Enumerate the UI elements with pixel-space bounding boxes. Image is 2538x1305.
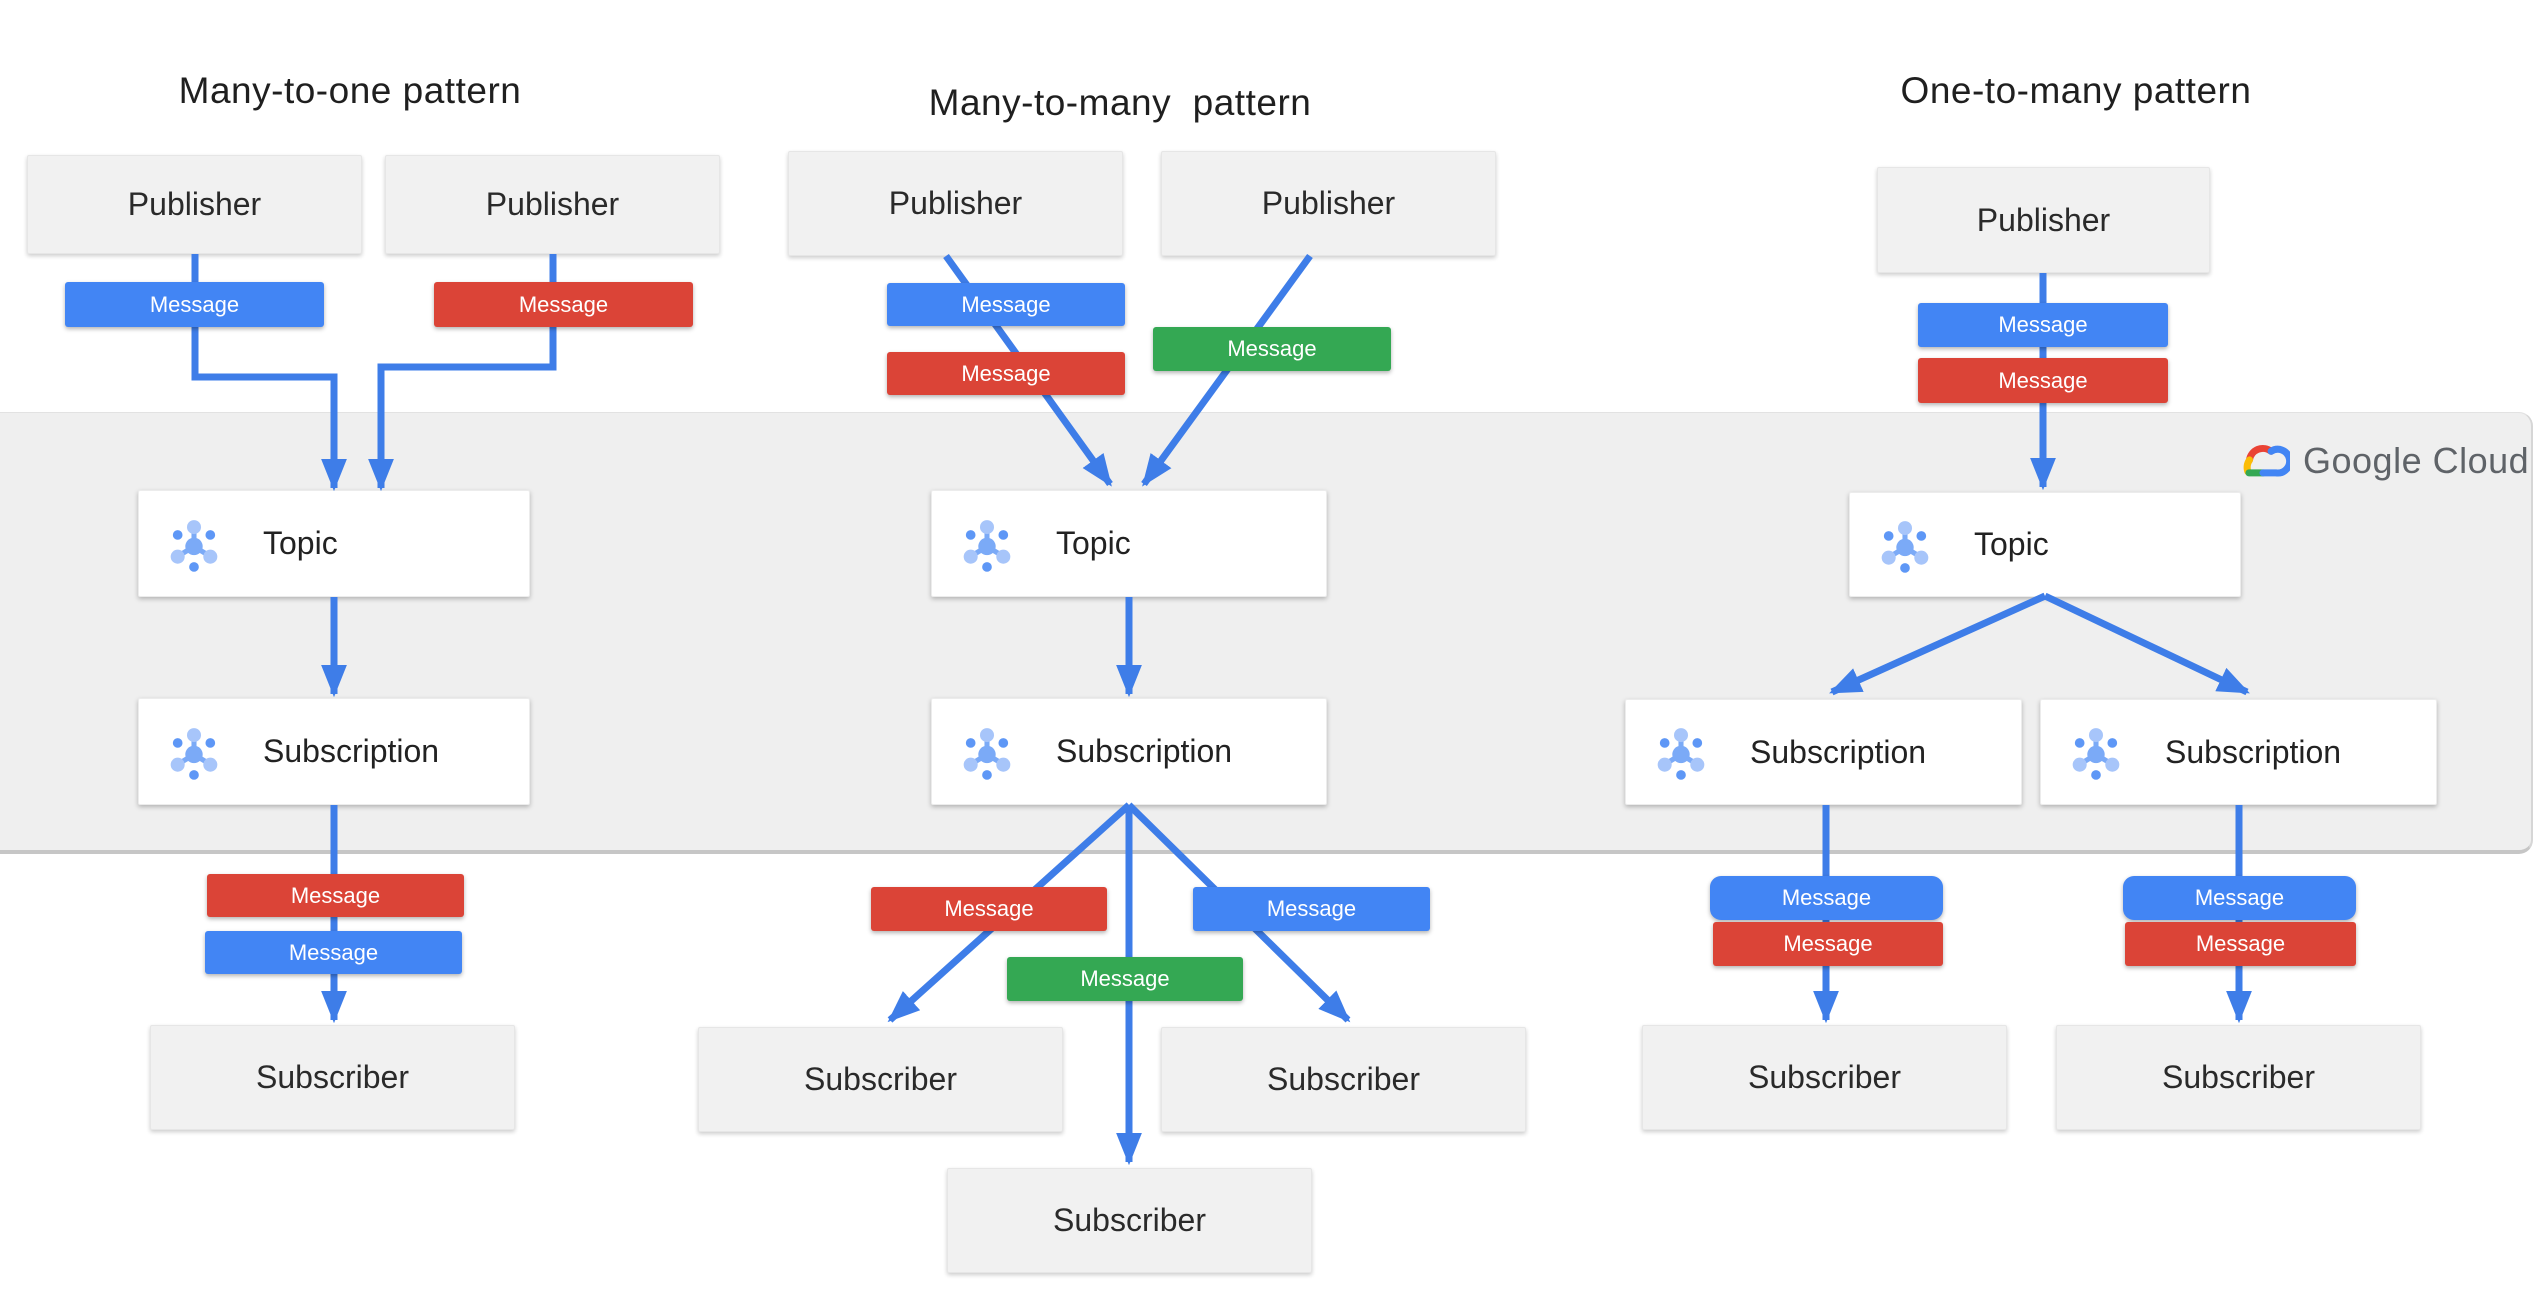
subscriber-label: Subscriber: [1267, 1061, 1420, 1097]
message-label: Message: [1998, 312, 2088, 337]
pubsub-topic-icon: [1881, 520, 1929, 573]
pubsub-subscription-icon: [170, 727, 218, 780]
pubsub-topic-icon: [170, 519, 218, 572]
message-label: Message: [1781, 885, 1872, 910]
topic-node: Topic: [931, 490, 1327, 597]
message-label: Message: [518, 291, 609, 317]
message-badge-red: Message: [434, 282, 693, 327]
message-badge-red: Message: [871, 887, 1107, 931]
pattern-title-many-to-many: Many-to-many pattern: [928, 82, 1312, 123]
publisher-label: Publisher: [1976, 201, 2111, 238]
message-label: Message: [944, 896, 1034, 921]
pubsub-topic-icon: [963, 519, 1011, 572]
topic-node: Topic: [1849, 492, 2241, 597]
message-badge-blue: Message: [65, 282, 324, 327]
publisher-label: Publisher: [127, 186, 262, 222]
publisher-node: Publisher: [1877, 167, 2210, 273]
subscriber-label: Subscriber: [1053, 1202, 1206, 1238]
message-label: Message: [1227, 336, 1317, 361]
message-label: Message: [290, 882, 381, 908]
google-cloud-logo-text: Google Cloud: [2303, 440, 2530, 481]
publisher-node: Publisher: [1161, 151, 1496, 256]
publisher-node: Publisher: [788, 151, 1123, 256]
message-badge-blue: Message: [1710, 876, 1943, 920]
subscriber-node: Subscriber: [1161, 1027, 1526, 1132]
topic-label: Topic: [1056, 525, 1131, 561]
message-badge-red: Message: [887, 352, 1125, 395]
message-badge-green: Message: [1007, 957, 1243, 1001]
topic-label: Topic: [1974, 526, 2049, 562]
subscriber-node: Subscriber: [150, 1025, 515, 1130]
subscription-label: Subscription: [1056, 733, 1233, 769]
pattern-title-one-to-many: One-to-many pattern: [1900, 70, 2252, 111]
subscriber-label: Subscriber: [256, 1059, 409, 1095]
message-label: Message: [2195, 931, 2286, 956]
message-label: Message: [1266, 896, 1357, 921]
subscriber-label: Subscriber: [2162, 1059, 2315, 1095]
message-badge-red: Message: [2125, 922, 2356, 966]
subscription-label: Subscription: [2165, 733, 2342, 770]
subscriber-node: Subscriber: [1642, 1025, 2007, 1130]
topic-label: Topic: [263, 525, 338, 561]
message-label: Message: [961, 360, 1051, 386]
publisher-node: Publisher: [27, 155, 362, 254]
subscription-node: Subscription: [931, 698, 1327, 805]
subscriber-label: Subscriber: [1748, 1059, 1901, 1095]
subscription-label: Subscription: [1750, 733, 1927, 770]
subscription-label: Subscription: [263, 733, 440, 769]
message-badge-red: Message: [1918, 358, 2168, 403]
message-badge-blue: Message: [1918, 303, 2168, 347]
subscription-node: Subscription: [2040, 699, 2437, 805]
message-badge-blue: Message: [887, 283, 1125, 326]
subscriber-node: Subscriber: [698, 1027, 1063, 1132]
publisher-node: Publisher: [385, 155, 720, 254]
pubsub-subscription-icon: [2072, 728, 2120, 780]
subscriber-node: Subscriber: [947, 1168, 1312, 1273]
message-badge-blue: Message: [2123, 876, 2356, 920]
message-badge-blue: Message: [1193, 887, 1430, 931]
topic-node: Topic: [138, 490, 530, 597]
message-badge-blue: Message: [205, 931, 462, 974]
publisher-label: Publisher: [485, 186, 620, 222]
message-label: Message: [1998, 367, 2088, 393]
message-badge-green: Message: [1153, 327, 1391, 371]
pattern-title-many-to-one: Many-to-one pattern: [178, 70, 522, 111]
google-cloud-icon: [2243, 444, 2290, 477]
message-badge-red: Message: [207, 874, 464, 917]
subscription-node: Subscription: [138, 698, 530, 805]
message-badge-red: Message: [1713, 922, 1943, 966]
message-label: Message: [1783, 931, 1873, 956]
message-label: Message: [2194, 885, 2285, 910]
subscription-node: Subscription: [1625, 699, 2022, 805]
pubsub-subscription-icon: [1657, 728, 1705, 780]
subscriber-label: Subscriber: [804, 1061, 957, 1097]
message-label: Message: [288, 939, 379, 965]
message-label: Message: [961, 291, 1051, 317]
publisher-label: Publisher: [1261, 185, 1396, 221]
publisher-label: Publisher: [888, 185, 1023, 221]
pubsub-subscription-icon: [963, 727, 1011, 780]
subscriber-node: Subscriber: [2056, 1025, 2421, 1130]
message-label: Message: [149, 291, 240, 317]
message-label: Message: [1080, 966, 1170, 991]
google-cloud-logo: Google Cloud: [2236, 438, 2529, 484]
